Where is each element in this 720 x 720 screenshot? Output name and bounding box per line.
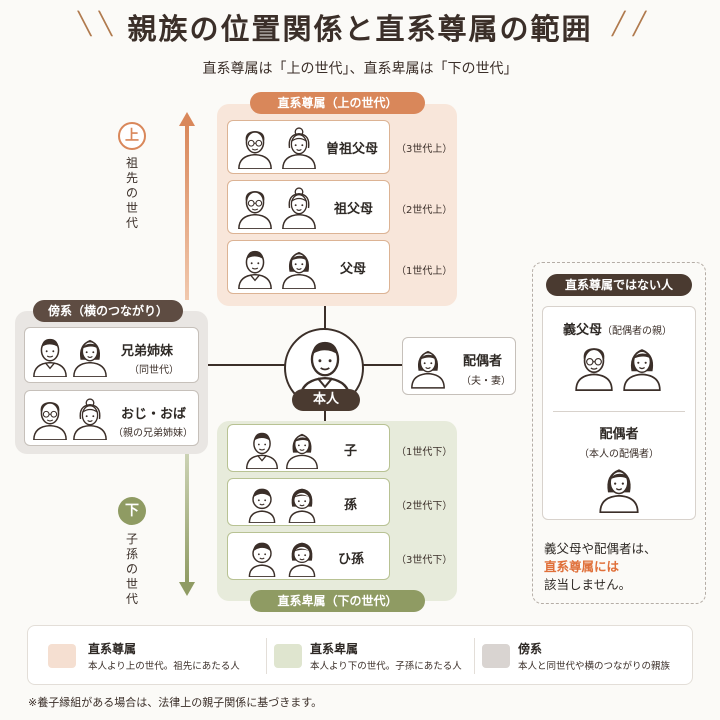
- descendant-label: 直系卑属（下の世代）: [250, 590, 425, 612]
- connector-self-to-spouse: [362, 364, 402, 366]
- spouse-sub: （夫・妻）: [461, 376, 511, 387]
- spouse-label: 配偶者: [463, 354, 503, 369]
- great-grandfather-icon: [236, 127, 274, 169]
- grandchild-generation: （2世代下）: [396, 501, 453, 512]
- aunt-icon: [71, 398, 109, 440]
- inlaw-heading: 義父母（配偶者の親）: [563, 319, 672, 338]
- non-direct-ascendant-label: 直系尊属ではない人: [546, 274, 692, 296]
- uncle-aunt-sub: （親の兄弟姉妹）: [113, 428, 193, 439]
- sister-icon: [71, 335, 109, 377]
- non-direct-spouse-sub: （本人の配偶者）: [579, 449, 659, 460]
- card-uncle-aunt: おじ・おば （親の兄弟姉妹）: [24, 390, 199, 446]
- legend-desc-collateral: 本人と同世代や横のつながりの親族: [518, 661, 671, 672]
- father-icon: [236, 247, 274, 289]
- siblings-label: 兄弟姉妹: [121, 344, 174, 359]
- note-line-3: 該当しません。: [544, 577, 632, 592]
- great-grandparents-generation: （3世代上）: [396, 144, 453, 155]
- non-direct-inner-card: 義父母（配偶者の親） 配偶者 （本人の配偶者）: [542, 306, 696, 520]
- great-grandchild-label: ひ孫: [338, 552, 365, 567]
- ascendant-label: 直系尊属（上の世代）: [250, 92, 425, 114]
- card-child: 子: [227, 424, 390, 472]
- uncle-aunt-label: おじ・おば: [121, 407, 187, 422]
- non-direct-note: 義父母や配偶者は、 直系尊属には 該当しません。: [544, 540, 657, 594]
- great-granddaughter-icon: [284, 537, 320, 577]
- non-direct-spouse-label: 配偶者: [599, 427, 639, 442]
- great-grandmother-icon: [280, 127, 318, 169]
- legend-desc-descendant: 本人より下の世代。子孫にあたる人: [310, 661, 462, 672]
- legend-title-ascendant: 直系尊属: [88, 642, 137, 656]
- parents-label: 父母: [340, 262, 367, 277]
- card-siblings: 兄弟姉妹 （同世代）: [24, 327, 199, 383]
- brother-icon: [31, 335, 69, 377]
- note-line-2: 直系尊属には: [544, 559, 620, 574]
- card-great-grandchild: ひ孫: [227, 532, 390, 580]
- descendant-generation-text: 子孫の世代: [125, 532, 138, 606]
- card-parents: 父母: [227, 240, 390, 294]
- inlaw-label: 義父母: [563, 323, 603, 338]
- legend-title-descendant: 直系卑属: [310, 642, 359, 656]
- card-spouse: 配偶者 （夫・妻）: [402, 337, 516, 395]
- great-grandson-icon: [244, 537, 280, 577]
- footnote: ※養子縁組がある場合は、法律上の親子関係に基づきます。: [28, 696, 323, 709]
- parents-generation: （1世代上）: [396, 266, 453, 277]
- ancestor-generation-text: 祖先の世代: [125, 156, 138, 230]
- page-subtitle: 直系尊属は「上の世代」、直系卑属は「下の世代」: [202, 61, 518, 77]
- down-arrow-icon: [179, 408, 195, 596]
- legend-swatch-descendant: [274, 644, 302, 668]
- connector-self-to-parents: [324, 295, 326, 335]
- up-marker: 上: [118, 122, 146, 150]
- legend-swatch-collateral: [482, 644, 510, 668]
- mother-in-law-icon: [621, 343, 663, 391]
- legend: 直系尊属 本人より上の世代。祖先にあたる人 直系卑属 本人より下の世代。子孫にあ…: [27, 625, 693, 685]
- card-grandparents: 祖父母: [227, 180, 390, 234]
- legend-divider-2: [474, 638, 475, 674]
- page-title: 親族の位置関係と直系尊属の範囲: [127, 12, 593, 46]
- grandparents-generation: （2世代上）: [396, 205, 453, 216]
- great-grandparents-label: 曽祖父母: [326, 142, 379, 157]
- card-grandchild: 孫: [227, 478, 390, 526]
- spouse-icon: [409, 345, 447, 389]
- grandmother-icon: [280, 187, 318, 229]
- collateral-label: 傍系（横のつながり）: [33, 300, 183, 322]
- non-direct-spouse-icon: [597, 463, 641, 513]
- granddaughter-icon: [284, 483, 320, 523]
- down-marker: 下: [118, 497, 146, 525]
- inner-divider: [553, 411, 685, 412]
- grandchild-label: 孫: [344, 498, 358, 513]
- daughter-icon: [284, 429, 320, 469]
- grandson-icon: [244, 483, 280, 523]
- grandfather-icon: [236, 187, 274, 229]
- grandparents-label: 祖父母: [334, 202, 374, 217]
- child-label: 子: [344, 444, 358, 459]
- note-line-1: 義父母や配偶者は、: [544, 541, 657, 556]
- title-decoration-right: ╱ ╱: [612, 12, 647, 37]
- uncle-icon: [31, 398, 69, 440]
- siblings-sub: （同世代）: [129, 365, 179, 376]
- legend-desc-ascendant: 本人より上の世代。祖先にあたる人: [88, 661, 240, 672]
- son-icon: [244, 429, 280, 469]
- child-generation: （1世代下）: [396, 447, 453, 458]
- legend-swatch-ascendant: [48, 644, 76, 668]
- connector-self-to-collateral: [206, 364, 286, 366]
- legend-divider-1: [266, 638, 267, 674]
- legend-title-collateral: 傍系: [518, 642, 543, 656]
- self-label: 本人: [292, 389, 360, 411]
- title-decoration-left: ╲ ╲: [78, 12, 113, 37]
- card-great-grandparents: 曽祖父母: [227, 120, 390, 174]
- up-arrow-icon: [179, 112, 195, 300]
- connector-self-to-children: [324, 410, 326, 426]
- great-grandchild-generation: （3世代下）: [396, 555, 453, 566]
- father-in-law-icon: [573, 343, 615, 391]
- mother-icon: [280, 247, 318, 289]
- inlaw-sub: （配偶者の親）: [602, 326, 673, 337]
